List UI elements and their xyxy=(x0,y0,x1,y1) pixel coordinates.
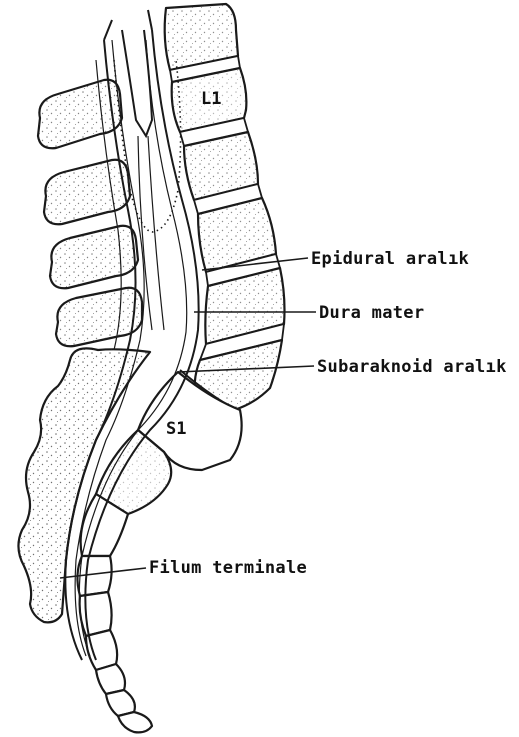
vertebra-label-l1: L1 xyxy=(201,89,221,109)
label-epidural-space: Epidural aralık xyxy=(311,249,469,269)
vertebra-label-s1: S1 xyxy=(166,419,186,439)
label-filum-terminale: Filum terminale xyxy=(149,558,307,578)
label-dura-mater: Dura mater xyxy=(319,303,424,323)
spinous-processes xyxy=(38,80,142,346)
label-subarachnoid-space: Subaraknoid aralık xyxy=(317,357,507,377)
